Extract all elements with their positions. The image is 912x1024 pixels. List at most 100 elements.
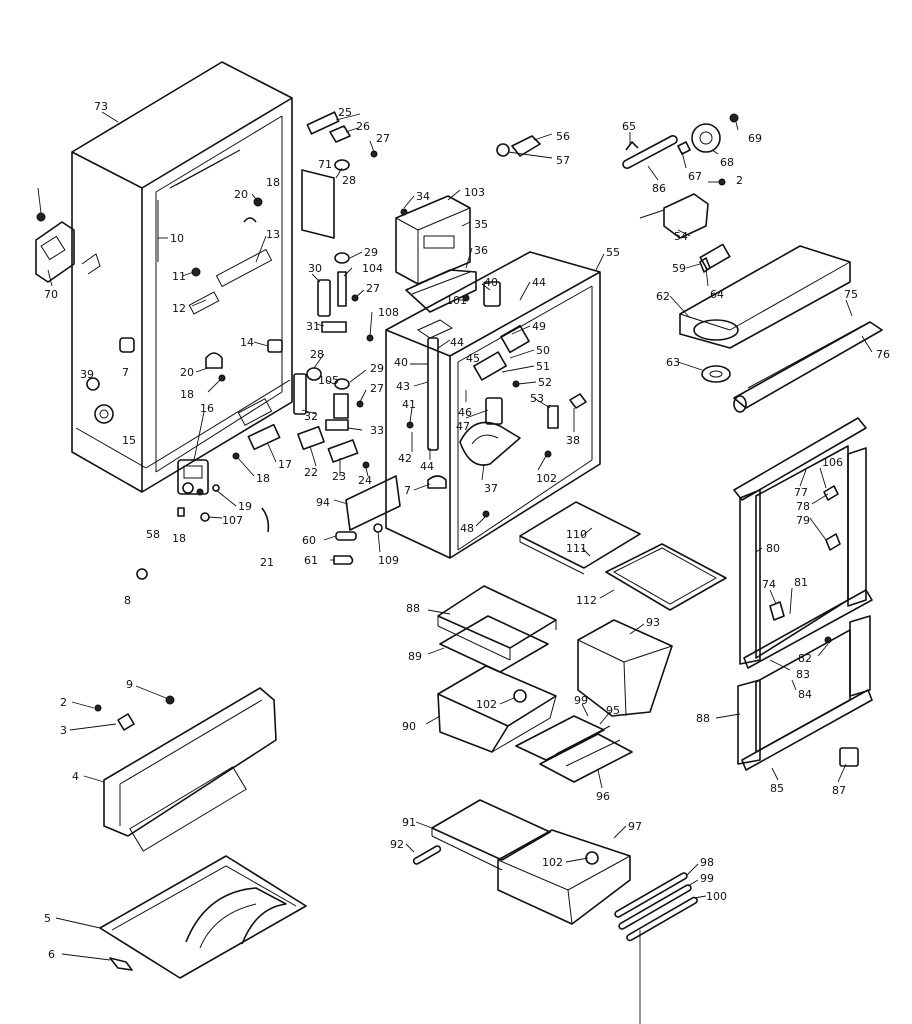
label-7-liner: 7 (404, 484, 411, 497)
part-labels: 73 70 10 11 12 7 39 15 20 18 13 14 20 18… (44, 100, 890, 961)
label-11: 11 (172, 270, 186, 283)
label-31: 31 (306, 320, 320, 333)
label-61: 61 (304, 554, 318, 567)
label-22: 22 (304, 466, 318, 479)
label-95: 95 (606, 704, 620, 717)
label-75: 75 (844, 288, 858, 301)
label-27-top: 27 (376, 132, 390, 145)
label-56: 56 (556, 130, 570, 143)
label-18-lower: 18 (180, 388, 194, 401)
label-69: 69 (748, 132, 762, 145)
label-77: 77 (794, 486, 808, 499)
door-assembly (733, 417, 873, 771)
label-93: 93 (646, 616, 660, 629)
label-62: 62 (656, 290, 670, 303)
label-82: 82 (798, 652, 812, 665)
label-90: 90 (402, 720, 416, 733)
drain-pan (99, 855, 307, 979)
label-102-crisper: 102 (542, 856, 563, 869)
label-59: 59 (672, 262, 686, 275)
label-33: 33 (370, 424, 384, 437)
label-23: 23 (332, 470, 346, 483)
label-78: 78 (796, 500, 810, 513)
label-20-lower: 20 (180, 366, 194, 379)
label-24: 24 (358, 474, 372, 487)
label-45: 45 (466, 352, 480, 365)
label-37: 37 (484, 482, 498, 495)
label-44-mid: 44 (450, 336, 464, 349)
label-92: 92 (390, 838, 404, 851)
cabinet (71, 61, 293, 493)
label-88-keeper: 88 (406, 602, 420, 615)
label-109: 109 (378, 554, 399, 567)
label-28-mid: 28 (310, 348, 324, 361)
label-30: 30 (308, 262, 322, 275)
label-16: 16 (200, 402, 214, 415)
label-13: 13 (266, 228, 280, 241)
label-102-keeper: 102 (476, 698, 497, 711)
label-6: 6 (48, 948, 55, 961)
upper-shelves (519, 501, 727, 611)
label-8: 8 (124, 594, 131, 607)
label-18-bottom: 18 (172, 532, 186, 545)
label-15: 15 (122, 434, 136, 447)
label-47: 47 (456, 420, 470, 433)
label-2-evap: 2 (736, 174, 743, 187)
label-67: 67 (688, 170, 702, 183)
label-7: 7 (122, 366, 129, 379)
liner (385, 251, 601, 559)
label-104: 104 (362, 262, 383, 275)
label-55: 55 (606, 246, 620, 259)
label-5: 5 (44, 912, 51, 925)
label-89: 89 (408, 650, 422, 663)
label-60: 60 (302, 534, 316, 547)
label-79: 79 (796, 514, 810, 527)
label-99-crisper: 99 (700, 872, 714, 885)
label-10: 10 (170, 232, 184, 245)
label-80: 80 (766, 542, 780, 555)
label-97: 97 (628, 820, 642, 833)
label-42: 42 (398, 452, 412, 465)
label-83: 83 (796, 668, 810, 681)
label-52: 52 (538, 376, 552, 389)
label-91: 91 (402, 816, 416, 829)
label-17: 17 (278, 458, 292, 471)
front-grille (94, 687, 277, 852)
label-96: 96 (596, 790, 610, 803)
label-81: 81 (794, 576, 808, 589)
label-51: 51 (536, 360, 550, 373)
meat-keeper-assembly (437, 585, 673, 783)
label-27-low: 27 (370, 382, 384, 395)
label-14: 14 (240, 336, 254, 349)
label-111: 111 (566, 542, 587, 555)
label-58: 58 (146, 528, 160, 541)
label-38: 38 (566, 434, 580, 447)
label-9: 9 (126, 678, 133, 691)
label-39: 39 (80, 368, 94, 381)
label-3: 3 (60, 724, 67, 737)
label-40-lower: 40 (394, 356, 408, 369)
label-41: 41 (402, 398, 416, 411)
label-94: 94 (316, 496, 330, 509)
label-54: 54 (674, 230, 688, 243)
label-19: 19 (238, 500, 252, 513)
label-21: 21 (260, 556, 274, 569)
label-28-top: 28 (342, 174, 356, 187)
label-48: 48 (460, 522, 474, 535)
label-29-top: 29 (364, 246, 378, 259)
label-84: 84 (798, 688, 812, 701)
label-73: 73 (94, 100, 108, 113)
label-50: 50 (536, 344, 550, 357)
label-32: 32 (304, 410, 318, 423)
label-68: 68 (720, 156, 734, 169)
label-26: 26 (356, 120, 370, 133)
label-87: 87 (832, 784, 846, 797)
label-20-upper: 20 (234, 188, 248, 201)
label-74: 74 (762, 578, 776, 591)
label-88-door: 88 (696, 712, 710, 725)
label-108: 108 (378, 306, 399, 319)
label-44-lower: 44 (420, 460, 434, 473)
label-43: 43 (396, 380, 410, 393)
label-106: 106 (822, 456, 843, 469)
